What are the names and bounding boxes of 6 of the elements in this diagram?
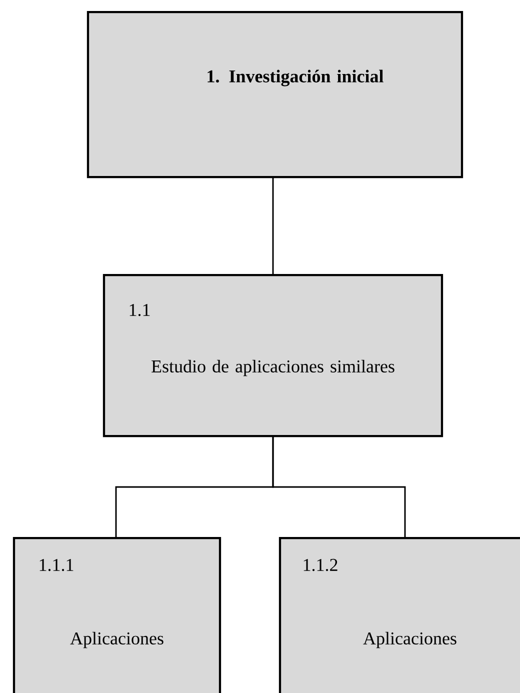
connector-line <box>272 177 274 275</box>
connector-line <box>272 436 406 538</box>
task-box: 1.1 Estudio de aplicaciones similares <box>102 274 444 438</box>
task-box: 1. Investigación inicial <box>86 10 464 178</box>
task-box: 1.1.1 Aplicaciones <box>12 536 222 693</box>
task-box: 1.1.2 Aplicaciones <box>278 536 520 693</box>
